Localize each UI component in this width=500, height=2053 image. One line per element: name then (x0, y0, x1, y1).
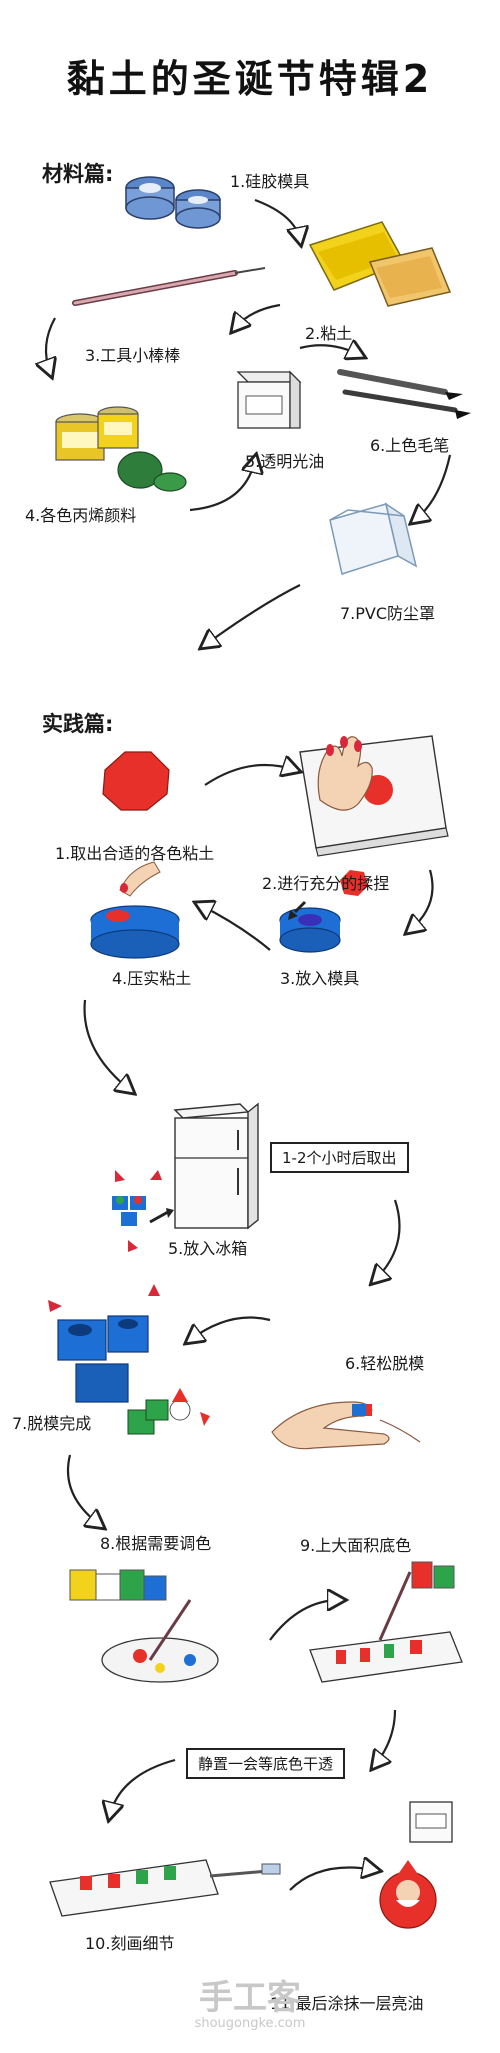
kneading-hand-icon (299, 735, 449, 857)
step-label-3: 3.放入模具 (280, 969, 360, 988)
tool-stick-icon (72, 267, 266, 306)
watermark-logo: 手工客 (199, 1978, 301, 2018)
demolded-molds-icon (48, 1284, 160, 1403)
step-label-1: 1.取出合适的各色粘土 (55, 844, 215, 863)
material-label-5: 5.透明光油 (245, 452, 325, 471)
materials-arrows (46, 198, 452, 645)
dry-wait-note: 静置一会等底色干透 (186, 1748, 346, 1779)
materials-heading: 材料篇: (42, 162, 114, 186)
material-label-6: 6.上色毛笔 (370, 436, 450, 455)
step-label-5: 5.放入冰箱 (168, 1239, 248, 1258)
fridge-icon (173, 1102, 259, 1230)
red-clay-icon (102, 751, 170, 811)
mold-with-clay-icon (279, 870, 368, 953)
paint-brush-icon (337, 369, 471, 419)
material-label-1: 1.硅胶模具 (230, 172, 310, 191)
mold-press-icon (90, 861, 180, 959)
demolding-hand-icon (271, 1401, 421, 1450)
clay-packet-icon (308, 221, 452, 307)
step-label-2: 2.进行充分的揉捏 (262, 874, 390, 893)
step-label-4: 4.压实粘土 (112, 969, 192, 988)
practice-arrows (66, 765, 434, 1891)
page-title: 黏土的圣诞节特辑2 (66, 57, 434, 101)
material-label-3: 3.工具小棒棒 (85, 346, 181, 365)
paint-jars-icon (55, 406, 187, 492)
small-molds-icon (112, 1170, 174, 1252)
step-label-11: 11.最后涂抹一层亮油 (270, 1994, 424, 2013)
santa-icon (379, 1801, 453, 1929)
material-label-2: 2.粘土 (305, 324, 353, 343)
step-label-8: 8.根据需要调色 (100, 1534, 212, 1553)
material-label-7: 7.PVC防尘罩 (340, 604, 436, 623)
detail-tray-icon (49, 1859, 281, 1917)
practice-heading: 实践篇: (42, 712, 114, 736)
dust-cover-icon (329, 502, 418, 575)
watermark-url: shougongke.com (194, 2016, 306, 2031)
step-label-6: 6.轻松脱模 (345, 1354, 425, 1373)
step-label-9: 9.上大面积底色 (300, 1536, 412, 1555)
step-label-7: 7.脱模完成 (12, 1414, 92, 1433)
silicone-mold-icon (125, 176, 221, 229)
varnish-box-icon (236, 370, 302, 429)
clay-figures-icon (127, 1388, 210, 1435)
base-coat-tray-icon (309, 1561, 463, 1683)
material-label-4: 4.各色丙烯颜料 (25, 506, 137, 525)
fridge-time-note: 1-2个小时后取出 (270, 1142, 409, 1173)
palette-icon (69, 1569, 219, 1683)
step-label-10: 10.刻画细节 (85, 1934, 175, 1953)
